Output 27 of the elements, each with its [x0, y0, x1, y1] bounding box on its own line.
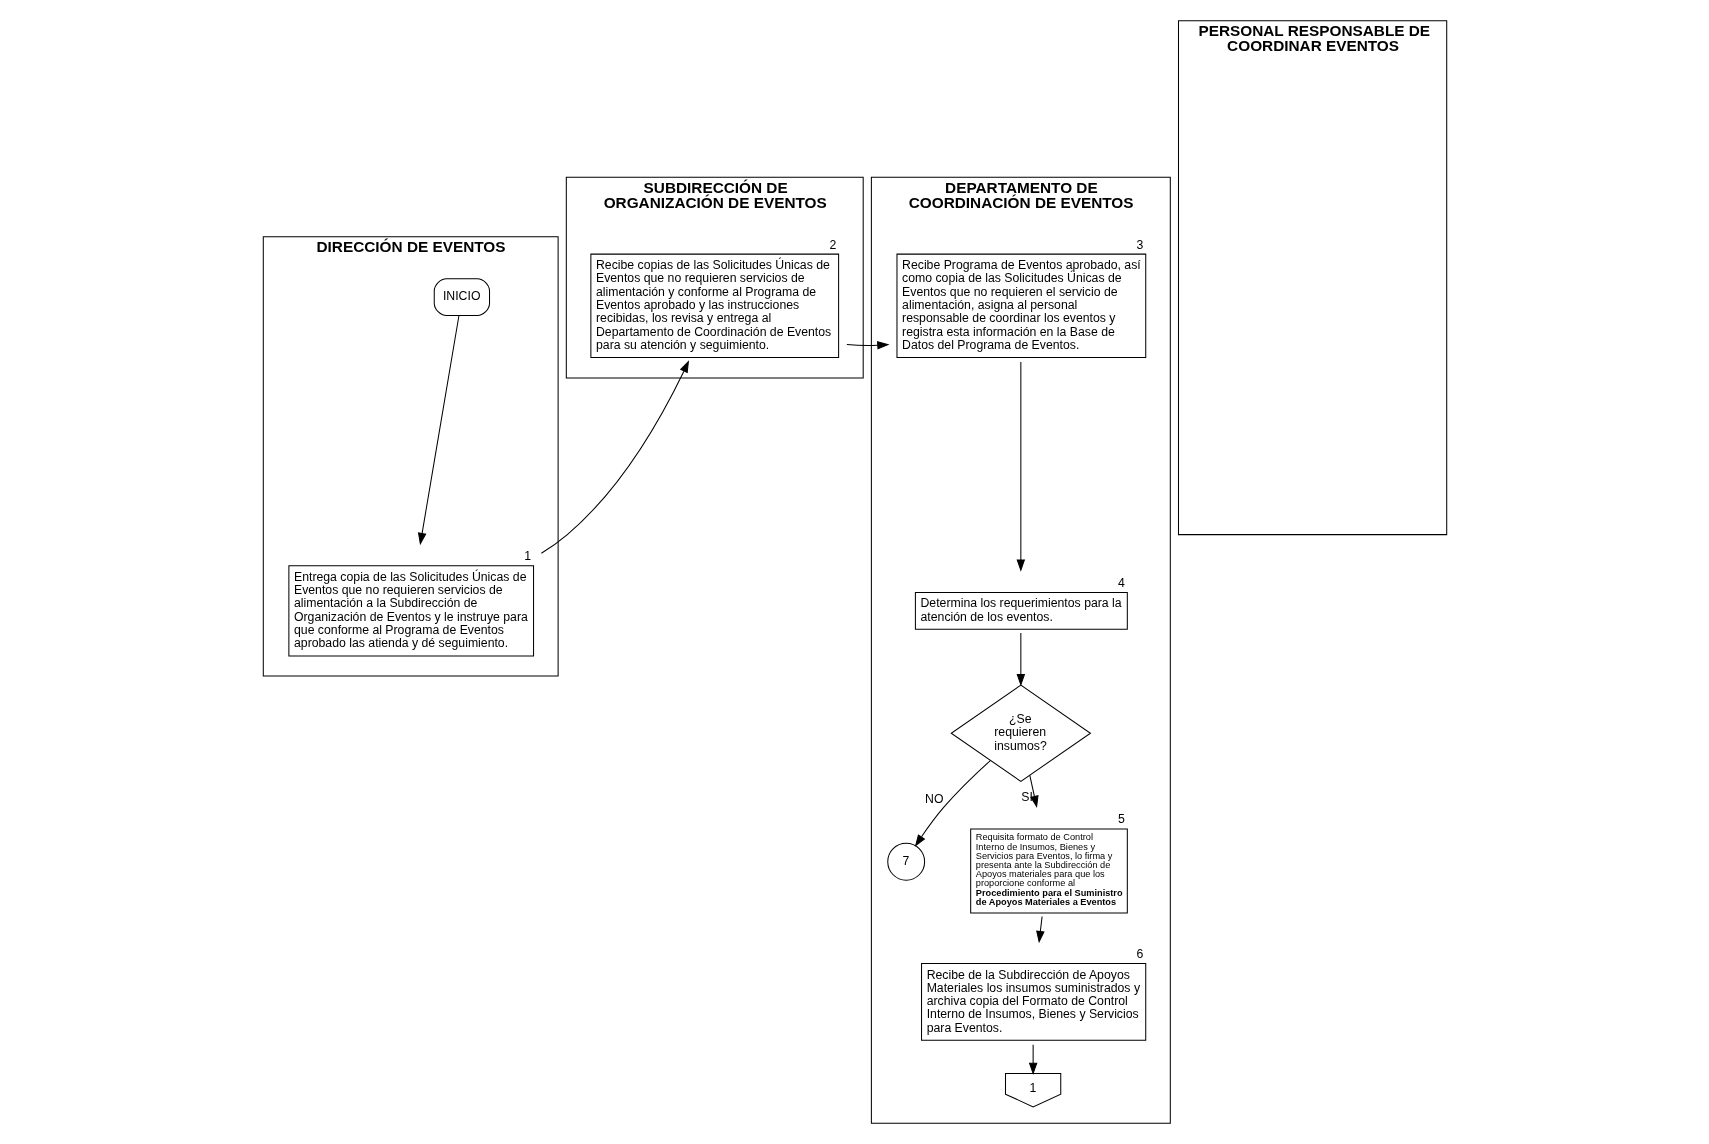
edge-label: NO — [924, 792, 944, 807]
node-label: 4 — [1117, 575, 1125, 590]
node-circle: 7 — [886, 842, 925, 881]
node-label: 2 — [828, 237, 836, 252]
node-box: Entrega copia de las Solicitudes Únicas de Eventos que no requieren servicios de alimentación a la Subdirección de Organización de Eventos y le instruye para que conforme al Programa de Eventos aprobado las atienda y dé seguimiento. — [287, 565, 534, 657]
node-label: 5 — [1117, 812, 1125, 827]
arrow — [914, 760, 991, 847]
node-box: Recibe Programa de Eventos aprobado, así como copia de las Solicitudes Únicas de Eventos que no requieren el servicio de alimentación, asigna al personal responsable de coordinar los eventos y registra esta información en la Base de Datos del Programa de Eventos. — [895, 253, 1146, 359]
arrow — [1028, 774, 1039, 809]
node-box: Determina los requerimientos para la atención de los eventos. — [914, 591, 1128, 630]
node-box: Requisita formato de Control Interno de Insumos, Bienes y Servicios para Eventos, lo firma y presenta ante la Subdirección de Apoyos materiales para que los proporcione conforme al Procedimiento para el Suministro de Apoyos Materiales a Eventos — [969, 828, 1128, 914]
node-diamond: ¿Se requieren insumos? — [949, 684, 1091, 782]
arrow — [1016, 361, 1025, 572]
node-label: 3 — [1136, 237, 1143, 252]
edge-label: SI — [1020, 789, 1033, 804]
arrow — [1028, 1044, 1037, 1076]
arrow — [417, 315, 459, 546]
node-box: Recibe de la Subdirección de Apoyos Materiales los insumos suministrados y archiva copia del Formato de Control Interno de Insumos, Bienes y Servicios para Eventos. — [920, 963, 1146, 1041]
node-label: 6 — [1136, 947, 1143, 962]
arrow — [1035, 916, 1045, 944]
arrow — [1016, 632, 1025, 687]
arrow — [540, 360, 689, 554]
node-label: 1 — [523, 549, 531, 564]
node-box: PERSONAL RESPONSABLE DE COORDINAR EVENTOS — [1177, 20, 1447, 536]
node-box: INICIO — [433, 278, 490, 317]
arrow — [845, 341, 889, 350]
node-box: Recibe copias de las Solicitudes Únicas de Eventos que no requieren servicios de alimentación y conforme al Programa de Eventos aprobado y las instrucciones recibidas, los revisa y entrega al Departamento de Coordinación de Eventos para su atención y seguimiento. — [589, 253, 839, 359]
